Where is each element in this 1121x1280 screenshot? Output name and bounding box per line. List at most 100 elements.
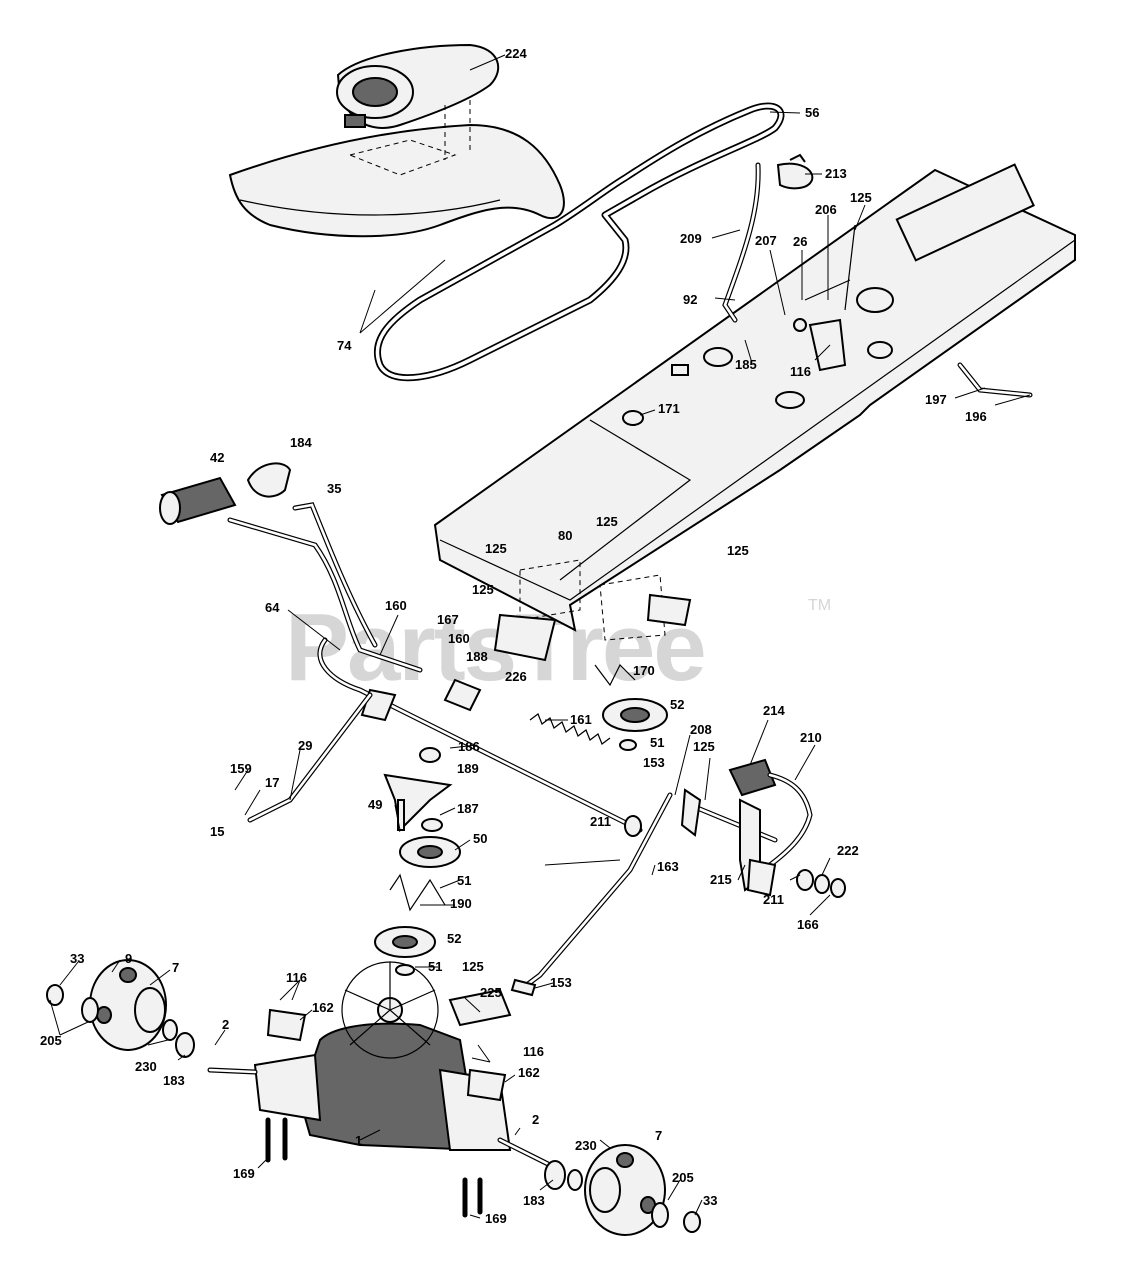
label-17: 17 [265, 775, 279, 790]
label-52-b: 52 [447, 931, 461, 946]
transaxle-1 [207, 1022, 553, 1168]
label-125-e: 125 [472, 582, 494, 597]
spring-161 [529, 713, 611, 745]
cross-shaft [317, 637, 643, 833]
lift-lever-209 [722, 153, 856, 372]
label-230-b: 230 [575, 1138, 597, 1153]
label-35: 35 [327, 481, 341, 496]
label-215: 215 [710, 872, 732, 887]
label-2-a: 2 [222, 1017, 229, 1032]
leader-lines [49, 54, 1031, 1219]
label-125-g: 125 [462, 959, 484, 974]
label-42: 42 [210, 450, 224, 465]
label-33-b: 33 [703, 1193, 717, 1208]
label-161: 161 [570, 712, 592, 727]
label-208: 208 [690, 722, 712, 737]
label-230-a: 230 [135, 1059, 157, 1074]
label-210: 210 [800, 730, 822, 745]
label-51-c: 51 [428, 959, 442, 974]
wheel-hub-left [46, 959, 195, 1058]
label-169-a: 169 [233, 1166, 255, 1181]
label-183-b: 183 [523, 1193, 545, 1208]
label-9: 9 [125, 951, 132, 966]
label-162-b: 162 [518, 1065, 540, 1080]
label-33-a: 33 [70, 951, 84, 966]
label-160-a: 160 [385, 598, 407, 613]
idler-pulley-52-upper [594, 663, 668, 751]
steering-console-224 [336, 43, 500, 160]
label-186: 186 [458, 739, 480, 754]
knob-184 [246, 462, 292, 498]
label-185: 185 [735, 357, 757, 372]
label-49: 49 [368, 797, 382, 812]
label-80: 80 [558, 528, 572, 543]
label-116-c: 116 [523, 1044, 544, 1059]
idler-bracket-189 [383, 747, 453, 833]
brake-pedal-214 [680, 758, 813, 897]
bolts-169 [265, 1117, 483, 1218]
label-222: 222 [837, 843, 859, 858]
label-7-b: 7 [655, 1128, 662, 1143]
label-51-b: 51 [457, 873, 471, 888]
watermark-trademark: TM [808, 597, 831, 614]
label-56: 56 [805, 105, 819, 120]
label-1: 1 [355, 1133, 362, 1148]
label-184: 184 [290, 435, 312, 450]
label-166: 166 [797, 917, 819, 932]
label-7-a: 7 [172, 960, 179, 975]
label-169-b: 169 [485, 1211, 507, 1226]
label-116-a: 116 [790, 364, 811, 379]
part-labels: 224 56 213 125 206 26 207 209 92 74 116 … [40, 46, 987, 1226]
label-92: 92 [683, 292, 697, 307]
spring-190 [389, 873, 446, 912]
label-183-a: 183 [163, 1073, 185, 1088]
label-226: 226 [505, 669, 527, 684]
label-64: 64 [265, 600, 280, 615]
label-29: 29 [298, 738, 312, 753]
label-189: 189 [457, 761, 479, 776]
label-125-d: 125 [727, 543, 749, 558]
label-205-a: 205 [40, 1033, 62, 1048]
label-188: 188 [466, 649, 488, 664]
label-187: 187 [457, 801, 479, 816]
cooling-fan [341, 961, 439, 1059]
label-51-a: 51 [650, 735, 664, 750]
label-170: 170 [633, 663, 655, 678]
label-125-a: 125 [850, 190, 872, 205]
label-153-b: 153 [550, 975, 572, 990]
label-211-a: 211 [590, 814, 611, 829]
label-153-a: 153 [643, 755, 665, 770]
label-125-f: 125 [693, 739, 715, 754]
label-213: 213 [825, 166, 847, 181]
label-125-b: 125 [485, 541, 507, 556]
label-116-b: 116 [286, 970, 307, 985]
grip-42 [159, 476, 237, 525]
label-74: 74 [337, 338, 352, 353]
lever-rod-64 [227, 502, 423, 673]
label-162-a: 162 [312, 1000, 334, 1015]
label-205-b: 205 [672, 1170, 694, 1185]
main-frame [433, 163, 1076, 632]
drive-belt-56 [373, 102, 785, 382]
label-15: 15 [210, 824, 224, 839]
label-214: 214 [763, 703, 785, 718]
label-52-a: 52 [670, 697, 684, 712]
rod-197 [957, 362, 1033, 398]
label-224: 224 [505, 46, 527, 61]
label-197: 197 [925, 392, 947, 407]
label-225: 225 [480, 985, 502, 1000]
label-211-b: 211 [763, 892, 784, 907]
pulley-50 [399, 818, 461, 868]
label-171: 171 [658, 401, 680, 416]
fender-assembly [228, 123, 565, 238]
label-167: 167 [437, 612, 459, 627]
wheel-hub-right [544, 1144, 701, 1236]
label-159: 159 [230, 761, 252, 776]
brackets-162-225 [266, 988, 512, 1102]
label-2-b: 2 [532, 1112, 539, 1127]
label-163: 163 [657, 859, 679, 874]
label-190: 190 [450, 896, 472, 911]
brake-rod-163 [510, 792, 673, 997]
label-160-b: 160 [448, 631, 470, 646]
